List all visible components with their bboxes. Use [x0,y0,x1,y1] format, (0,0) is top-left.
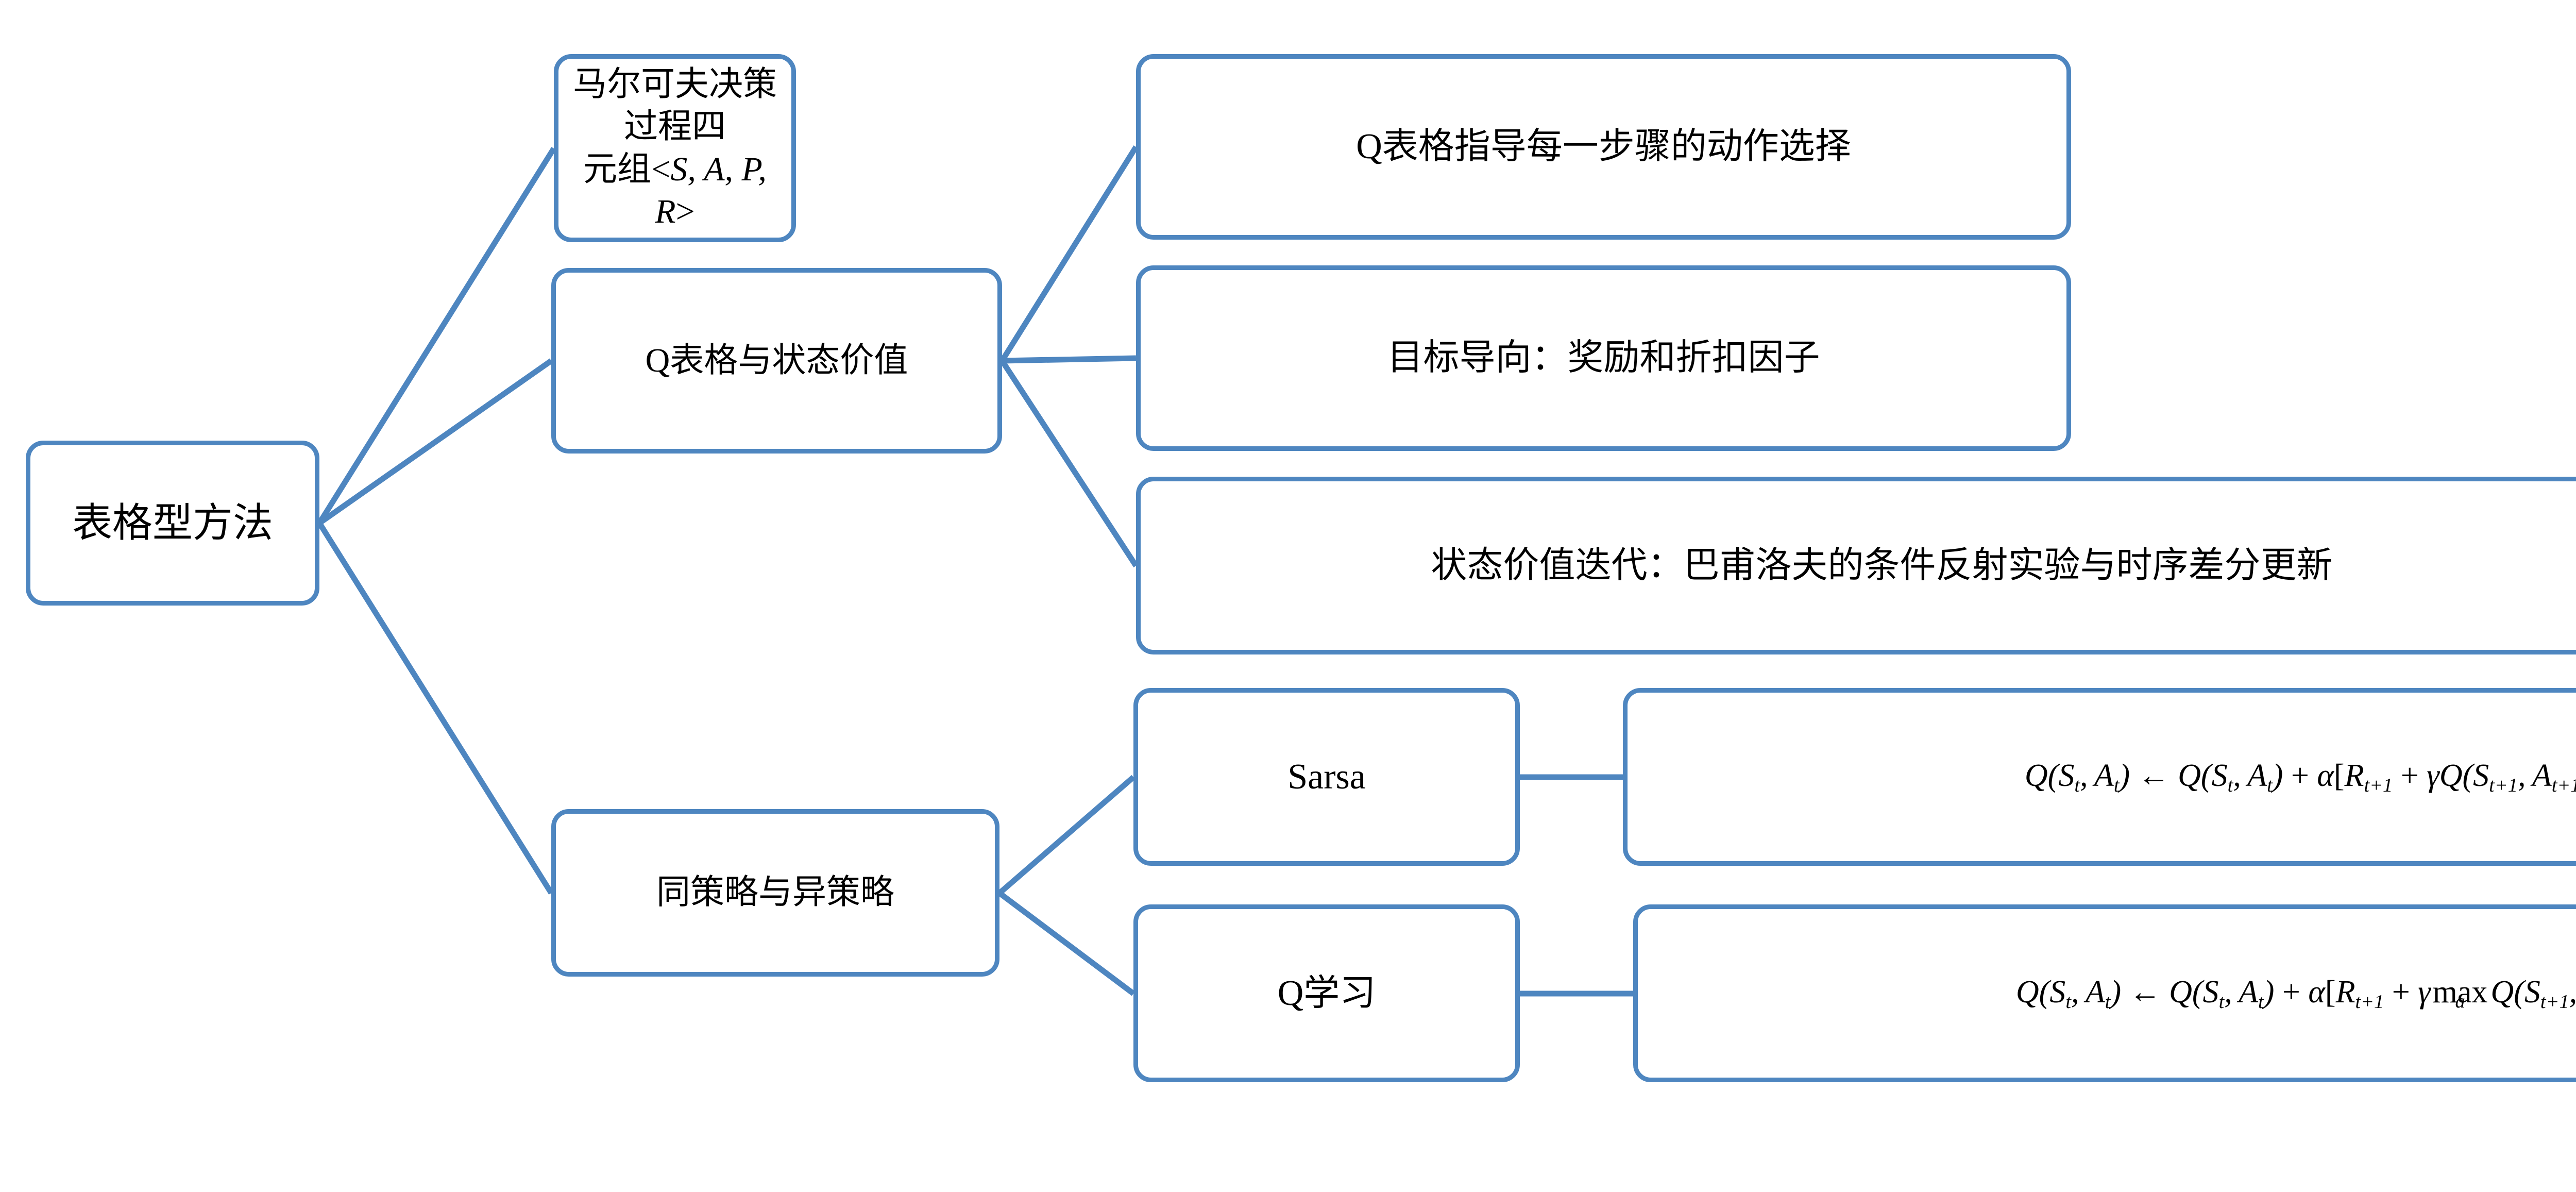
alpha-symbol: α [2317,758,2334,794]
gamma-symbol: γ [2418,975,2431,1010]
edge-root-qtable [317,358,553,526]
node-goal-oriented-label: 目标导向：奖励和折扣因子 [1387,338,1820,378]
alpha-symbol: α [2308,975,2325,1010]
node-mdp-line2-suffix: > [675,193,695,230]
node-q-learning[interactable]: Q学习 [1133,904,1520,1082]
edge-qtable-leaf1 [999,145,1139,362]
node-sarsa-label: Sarsa [1287,757,1366,797]
edge-policy-sarsa [997,775,1136,896]
reward-term: Rt+1 [2335,975,2384,1013]
qlearn-next-q: Q(St+1, a) [2490,975,2576,1013]
edge-root-mdp [317,147,556,525]
sarsa-next-q: Q(St+1, At+1) [2439,758,2576,796]
reward-term: Rt+1 [2344,758,2393,796]
edge-qtable-leaf3 [999,359,1139,568]
node-mdp-label: 马尔可夫决策过程四 元组<S, A, P, R> [570,63,780,233]
node-value-iteration-label: 状态价值迭代：巴甫洛夫的条件反射实验与时序差分更新 [1431,545,2333,585]
node-on-off-policy[interactable]: 同策略与异策略 [551,809,999,977]
node-goal-oriented[interactable]: 目标导向：奖励和折扣因子 [1136,265,2071,451]
node-q-learning-label: Q学习 [1277,973,1376,1013]
node-action-selection-label: Q表格指导每一步骤的动作选择 [1356,127,1851,167]
node-mdp[interactable]: 马尔可夫决策过程四 元组<S, A, P, R> [554,54,796,242]
node-on-off-policy-label: 同策略与异策略 [656,874,894,912]
edge-root-policy [317,522,554,895]
node-mdp-line2-math: S, A, P, R [655,150,767,231]
gamma-symbol: γ [2427,758,2439,794]
node-q-table-state-value-label: Q表格与状态价值 [645,341,908,379]
node-root-label: 表格型方法 [72,500,273,546]
qlearn-rhs-q: Q(St, At) [2169,975,2275,1013]
left-arrow-icon: ← [2129,975,2161,1010]
sarsa-formula-expression: Q(St, At) ← Q(St, At) + α[Rt+1 + γQ(St+1… [1639,756,2576,798]
node-sarsa[interactable]: Sarsa [1133,688,1520,866]
left-arrow-icon: ← [2138,758,2170,794]
qlearn-lhs: Q(St, At) [2015,975,2122,1013]
node-sarsa-formula[interactable]: Q(St, At) ← Q(St, At) + α[Rt+1 + γQ(St+1… [1623,688,2576,866]
node-mdp-line1: 马尔可夫决策过程四 [573,65,777,146]
sarsa-rhs-q: Q(St, At) [2178,758,2283,796]
node-mdp-line2-prefix: 元组< [583,150,671,188]
max-subscript: a [2455,990,2465,1012]
sarsa-lhs: Q(St, At) [2024,758,2130,796]
edge-policy-qlearn [997,891,1136,996]
node-action-selection[interactable]: Q表格指导每一步骤的动作选择 [1136,54,2071,240]
node-q-table-state-value[interactable]: Q表格与状态价值 [551,268,1002,454]
node-root[interactable]: 表格型方法 [26,441,319,606]
edge-qtable-leaf2 [1002,355,1137,364]
node-value-iteration[interactable]: 状态价值迭代：巴甫洛夫的条件反射实验与时序差分更新 [1136,477,2576,654]
